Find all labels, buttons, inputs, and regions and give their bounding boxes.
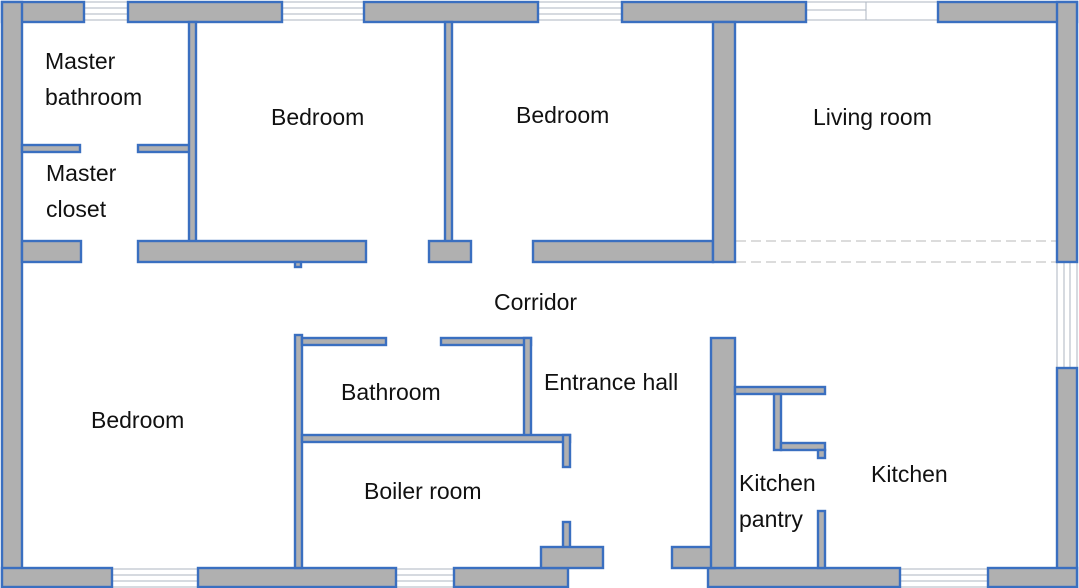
exterior-wall [986, 566, 1079, 588]
interior-wall [427, 239, 473, 264]
window-top-3 [537, 1, 623, 21]
window-bottom-1 [111, 568, 199, 588]
room-label-living-room: Living room [813, 104, 932, 130]
room-label-bedroom: Bedroom [516, 102, 610, 128]
window-right [1056, 261, 1078, 369]
room-label-kitchen: Kitchen [871, 461, 948, 487]
interior-wall [772, 392, 783, 452]
room-label-kitchen-pantry: Kitchen pantry [739, 470, 816, 532]
exterior-wall [196, 566, 398, 588]
exterior-wall [126, 0, 284, 24]
interior-wall [670, 545, 716, 570]
window-bottom-2 [395, 568, 455, 588]
room-label-boiler-room: Boiler room [364, 478, 482, 504]
interior-wall [300, 433, 572, 444]
interior-wall [711, 20, 737, 264]
room-label-entrance-hall: Entrance hall [544, 369, 679, 395]
room-label-bedroom: Bedroom [91, 407, 185, 433]
interior-wall [439, 336, 533, 347]
exterior-wall [706, 566, 902, 588]
exterior-wall [0, 0, 24, 588]
room-label-bedroom: Bedroom [271, 104, 365, 130]
interior-wall [187, 20, 198, 244]
exterior-wall [362, 0, 540, 24]
window-bottom-3 [899, 568, 989, 588]
interior-wall [709, 336, 737, 570]
windows [83, 1, 1078, 588]
living-room-opening [736, 240, 1056, 263]
interior-wall [136, 143, 192, 154]
interior-walls [20, 20, 827, 570]
window-top-2 [281, 1, 365, 21]
interior-wall [779, 441, 827, 452]
interior-wall [561, 433, 572, 469]
interior-wall [816, 448, 827, 460]
interior-wall [293, 260, 303, 269]
room-label-master-bathroom: Master bathroom [45, 48, 143, 110]
interior-wall [531, 239, 715, 264]
interior-wall [522, 336, 533, 443]
exterior-wall [620, 0, 808, 24]
interior-wall [539, 545, 605, 570]
interior-wall [136, 239, 368, 264]
room-label-corridor: Corridor [494, 289, 578, 315]
interior-wall [293, 333, 304, 570]
exterior-wall [452, 566, 570, 588]
interior-wall [20, 143, 82, 154]
room-label-master-closet: Master closet [46, 160, 117, 222]
interior-wall [816, 509, 827, 570]
interior-wall [561, 520, 572, 550]
interior-wall [20, 239, 83, 264]
exterior-wall [1055, 0, 1079, 264]
window-top-1 [83, 1, 129, 21]
exterior-wall [1055, 366, 1079, 588]
interior-wall [300, 336, 388, 347]
exterior-wall [0, 566, 114, 588]
interior-wall [443, 20, 454, 244]
window-top-4 [805, 1, 939, 21]
room-label-bathroom: Bathroom [341, 379, 441, 405]
